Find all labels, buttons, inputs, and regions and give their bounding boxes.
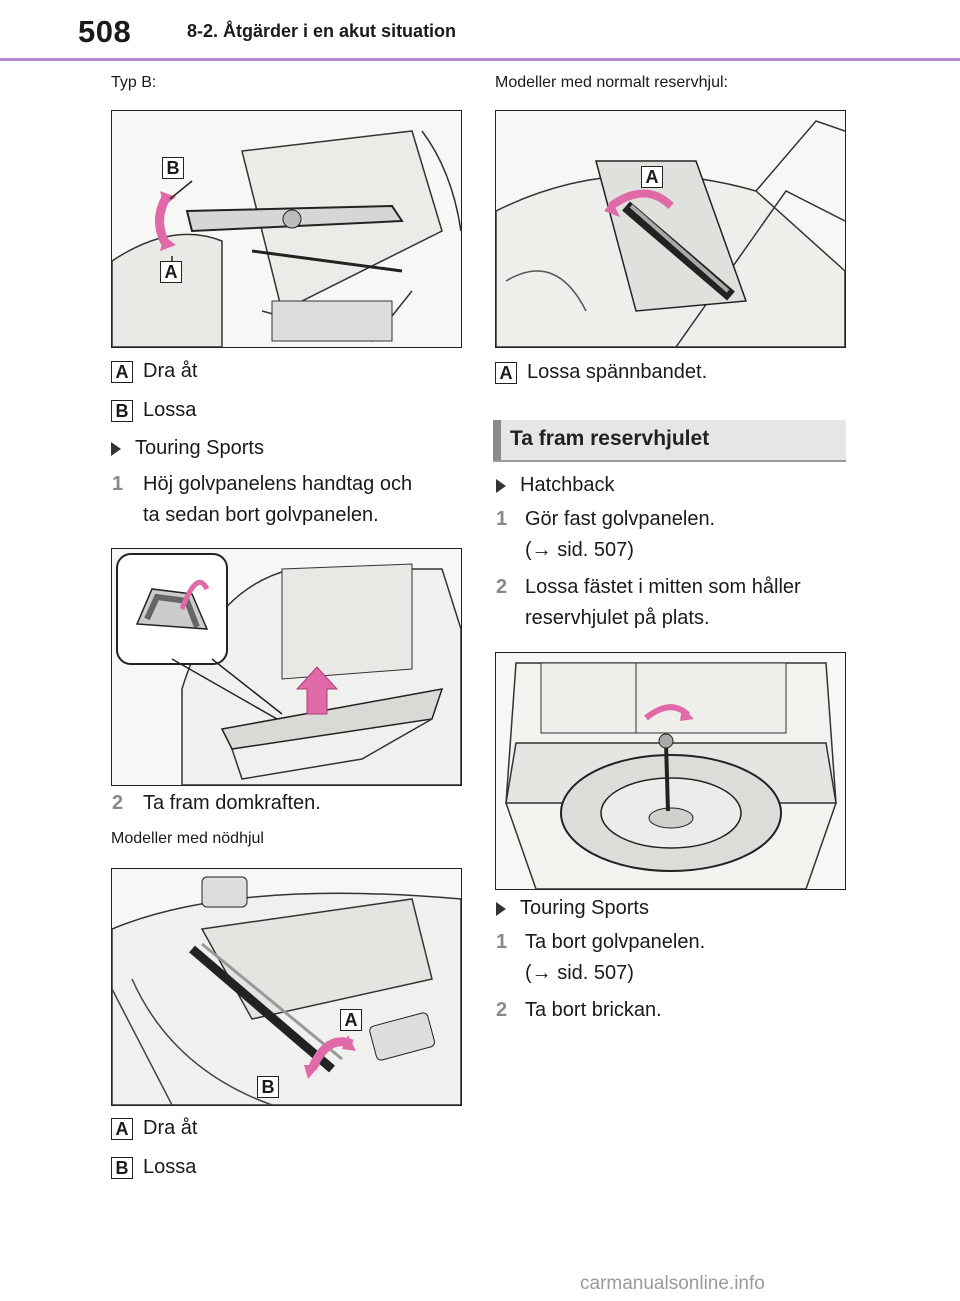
- spare-strap-illustration: [496, 120, 845, 347]
- step-text: Ta bort golvpanelen.: [525, 931, 706, 953]
- legend-a-badge: A: [111, 361, 133, 383]
- step-number: 2: [112, 792, 124, 814]
- step-number: 1: [496, 931, 508, 953]
- page-ref: (→ sid. 507): [525, 539, 634, 561]
- figure-spare-strap: A: [495, 110, 846, 348]
- page-ref: (→ sid. 507): [525, 962, 634, 984]
- legend-a-badge: A: [111, 1118, 133, 1140]
- hatchback-heading: Hatchback: [520, 474, 615, 496]
- step-text: Ta bort brickan.: [525, 999, 662, 1021]
- figure-jack-nodhjul: A B: [111, 868, 462, 1106]
- legend-a-text: Lossa spännbandet.: [527, 361, 708, 383]
- step-number: 2: [496, 576, 508, 598]
- step-number: 1: [496, 508, 508, 530]
- nodhjul-caption: Modeller med nödhjul: [111, 830, 264, 847]
- legend-a-text: Dra åt: [143, 1117, 198, 1139]
- page-number: 508: [78, 14, 132, 49]
- bullet-arrow-icon: [111, 442, 121, 456]
- spare-tire-illustration: [505, 662, 837, 889]
- legend-b-text: Lossa: [143, 1156, 197, 1178]
- bullet-arrow-icon: [496, 902, 506, 916]
- step-text-cont: ta sedan bort golvpanelen.: [143, 504, 379, 526]
- header-divider: [0, 58, 960, 61]
- section-title: Ta fram reservhjulet: [510, 427, 710, 450]
- legend-a-badge: A: [495, 362, 517, 384]
- figure-spare-tire: [495, 652, 846, 890]
- callout-b: B: [162, 157, 184, 179]
- typ-b-caption: Typ B:: [111, 74, 157, 91]
- jack-nodhjul-illustration: [112, 876, 461, 1105]
- normal-caption: Modeller med normalt reservhjul:: [495, 74, 728, 91]
- section-accent-bar: [493, 420, 501, 460]
- step-text-cont: reservhjulet på plats.: [525, 607, 710, 629]
- step-number: 2: [496, 999, 508, 1021]
- tailgate-illustration: [116, 553, 461, 785]
- step-text: Ta fram domkraften.: [143, 792, 321, 814]
- step-text: Lossa fästet i mitten som håller: [525, 576, 801, 598]
- figure-open-tailgate: [111, 548, 462, 786]
- legend-b-text: Lossa: [143, 399, 197, 421]
- step-number: 1: [112, 473, 124, 495]
- touring-heading-left: Touring Sports: [135, 437, 264, 459]
- legend-a-text: Dra åt: [143, 360, 198, 382]
- legend-b-badge: B: [111, 1157, 133, 1179]
- step-text: Höj golvpanelens handtag och: [143, 473, 413, 495]
- callout-a: A: [340, 1009, 362, 1031]
- section-header: Ta fram reservhjulet: [493, 420, 846, 462]
- callout-b: B: [257, 1076, 279, 1098]
- callout-a: A: [641, 166, 663, 188]
- callout-a: A: [160, 261, 182, 283]
- watermark: carmanualsonline.info: [580, 1273, 765, 1294]
- touring-heading-right: Touring Sports: [520, 897, 649, 919]
- legend-b-badge: B: [111, 400, 133, 422]
- jack-typ-b-illustration: [112, 130, 461, 347]
- chapter-title: 8-2. Åtgärder i en akut situation: [187, 21, 457, 41]
- step-text: Gör fast golvpanelen.: [525, 508, 716, 530]
- figure-jack-typ-b: B A: [111, 110, 462, 348]
- bullet-arrow-icon: [496, 479, 506, 493]
